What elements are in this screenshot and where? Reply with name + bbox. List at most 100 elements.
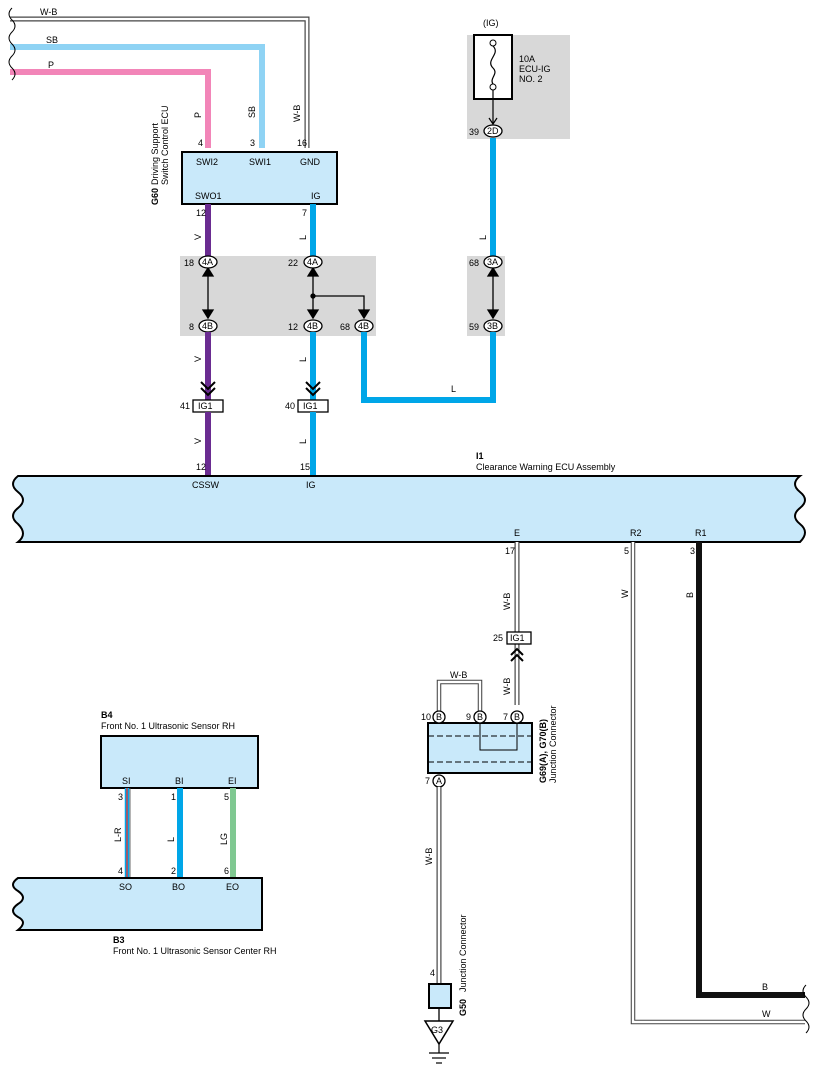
g69-b9-label: B xyxy=(477,712,483,722)
label-g50: G50 Junction Connector xyxy=(458,914,468,1016)
wire-label-l-loop: L xyxy=(451,384,456,394)
wire-wb-loop xyxy=(436,679,483,712)
pin-b3-bo: 2 xyxy=(171,866,176,876)
pin-g60-gnd: 16 xyxy=(297,138,307,148)
pin-g60-ig: 7 xyxy=(302,208,307,218)
connector-4a-left-label: 4A xyxy=(202,257,213,267)
pin-g69-10: 10 xyxy=(421,712,431,722)
wire-label-p-vert: P xyxy=(193,112,203,118)
junction-links xyxy=(201,266,500,320)
ground-label: G3 xyxy=(431,1025,443,1035)
pin-i1-r2: 5 xyxy=(624,546,629,556)
wire-lr xyxy=(124,788,131,878)
wire-label-lg: LG xyxy=(219,833,229,845)
connector-4b-left-label: 4B xyxy=(202,321,213,331)
wire-label-l-1: L xyxy=(298,235,308,240)
wire-label-b-horiz: B xyxy=(762,982,768,992)
b4-sensor-box xyxy=(100,735,259,789)
connector-4a-mid: 4A xyxy=(303,255,323,269)
label-g69: G69(A), G70(B) Junction Connector xyxy=(538,705,558,783)
wire-label-sb-top: SB xyxy=(46,35,58,45)
b3-name: Front No. 1 Ultrasonic Sensor Center RH xyxy=(113,946,277,956)
wire-label-l-3: L xyxy=(298,439,308,444)
connector-4b-left: 4B xyxy=(198,319,218,333)
term-b3-eo: EO xyxy=(226,882,239,892)
g50-connector-box xyxy=(428,983,452,1009)
chevron-pair-left xyxy=(200,381,216,397)
b4-name: Front No. 1 Ultrasonic Sensor RH xyxy=(101,721,235,731)
break-mark-top xyxy=(8,7,16,81)
wire-label-wb-loop: W-B xyxy=(450,670,467,680)
connector-3a: 3A xyxy=(483,255,503,269)
wire-b-r1 xyxy=(696,542,805,998)
pin-ig1-mid: 40 xyxy=(285,401,295,411)
wire-label-wb-e2: W-B xyxy=(502,678,512,695)
wire-label-l-sensor: L xyxy=(166,837,176,842)
ig1-connector-e xyxy=(506,631,532,645)
term-i1-r1: R1 xyxy=(695,528,707,538)
b4-id: B4 xyxy=(101,710,113,720)
pin-fuse: 39 xyxy=(469,127,479,137)
wire-label-wb-vert: W-B xyxy=(292,105,302,122)
wire-label-wb-g50: W-B xyxy=(424,848,434,865)
connector-2d: 2D xyxy=(483,124,503,138)
pin-i1-ig: 15 xyxy=(300,462,310,472)
pin-jc-mid-bot: 12 xyxy=(288,322,298,332)
wire-label-wb-top: W-B xyxy=(40,7,57,17)
term-i1-cssw: CSSW xyxy=(192,480,220,490)
fuse-icon xyxy=(489,39,497,91)
pin-i1-e: 17 xyxy=(505,546,515,556)
fuse-name-1: ECU-IG xyxy=(519,64,551,74)
pin-g69-7: 7 xyxy=(503,712,508,722)
fuse-name-2: NO. 2 xyxy=(519,74,543,84)
pin-g60-swi2: 4 xyxy=(198,138,203,148)
ig1-mid-label: IG1 xyxy=(303,401,318,411)
fuse-arrow xyxy=(488,117,498,126)
wire-wb-top xyxy=(10,16,310,148)
connector-3b: 3B xyxy=(483,319,503,333)
wire-label-v-3: V xyxy=(193,438,203,444)
pin-jc-mid-extra: 68 xyxy=(340,322,350,332)
wire-label-l-fuse: L xyxy=(478,235,488,240)
ground-icon xyxy=(429,1044,449,1064)
fuse-rating: 10A xyxy=(519,54,535,64)
pin-jc-left-bot: 8 xyxy=(189,322,194,332)
i1-id: I1 xyxy=(476,451,484,461)
fuse-group: (IG) xyxy=(483,18,499,28)
pin-g50: 4 xyxy=(430,968,435,978)
term-b4-bi: BI xyxy=(175,776,184,786)
i1-name: Clearance Warning ECU Assembly xyxy=(476,462,616,472)
connector-4b-mid-label: 4B xyxy=(307,321,318,331)
connector-3b-label: 3B xyxy=(487,321,498,331)
ig1-left-label: IG1 xyxy=(198,401,213,411)
term-b3-so: SO xyxy=(119,882,132,892)
pin-g69-9: 9 xyxy=(466,712,471,722)
term-b3-bo: BO xyxy=(172,882,185,892)
connector-2d-label: 2D xyxy=(487,126,499,136)
connector-g69-b9: B xyxy=(473,710,487,724)
g69-a7-label: A xyxy=(436,776,442,786)
wire-sb-top xyxy=(10,44,265,148)
connector-g69-b10: B xyxy=(432,710,446,724)
wire-label-w-vert: W xyxy=(620,589,630,598)
pin-g60-swo1: 12 xyxy=(196,208,206,218)
term-g60-swo1: SWO1 xyxy=(195,191,222,201)
term-g60-swi1: SWI1 xyxy=(249,157,271,167)
pin-b3-eo: 6 xyxy=(224,866,229,876)
pin-i1-r1: 3 xyxy=(690,546,695,556)
g50-id: G50 xyxy=(458,999,468,1016)
ig1-e-label: IG1 xyxy=(510,633,525,643)
break-mark-right xyxy=(802,984,810,1034)
pin-ig1-left: 41 xyxy=(180,401,190,411)
pin-jc-right-top: 68 xyxy=(469,258,479,268)
term-g60-ig: IG xyxy=(311,191,321,201)
pin-b4-bi: 1 xyxy=(171,792,176,802)
pin-b3-so: 4 xyxy=(118,866,123,876)
chevron-pair-mid xyxy=(305,381,321,397)
g69-internal-link xyxy=(479,723,518,751)
connector-3a-label: 3A xyxy=(487,257,498,267)
b3-sensor-box xyxy=(12,877,263,931)
connector-g69-a7: A xyxy=(432,774,446,788)
term-i1-r2: R2 xyxy=(630,528,642,538)
